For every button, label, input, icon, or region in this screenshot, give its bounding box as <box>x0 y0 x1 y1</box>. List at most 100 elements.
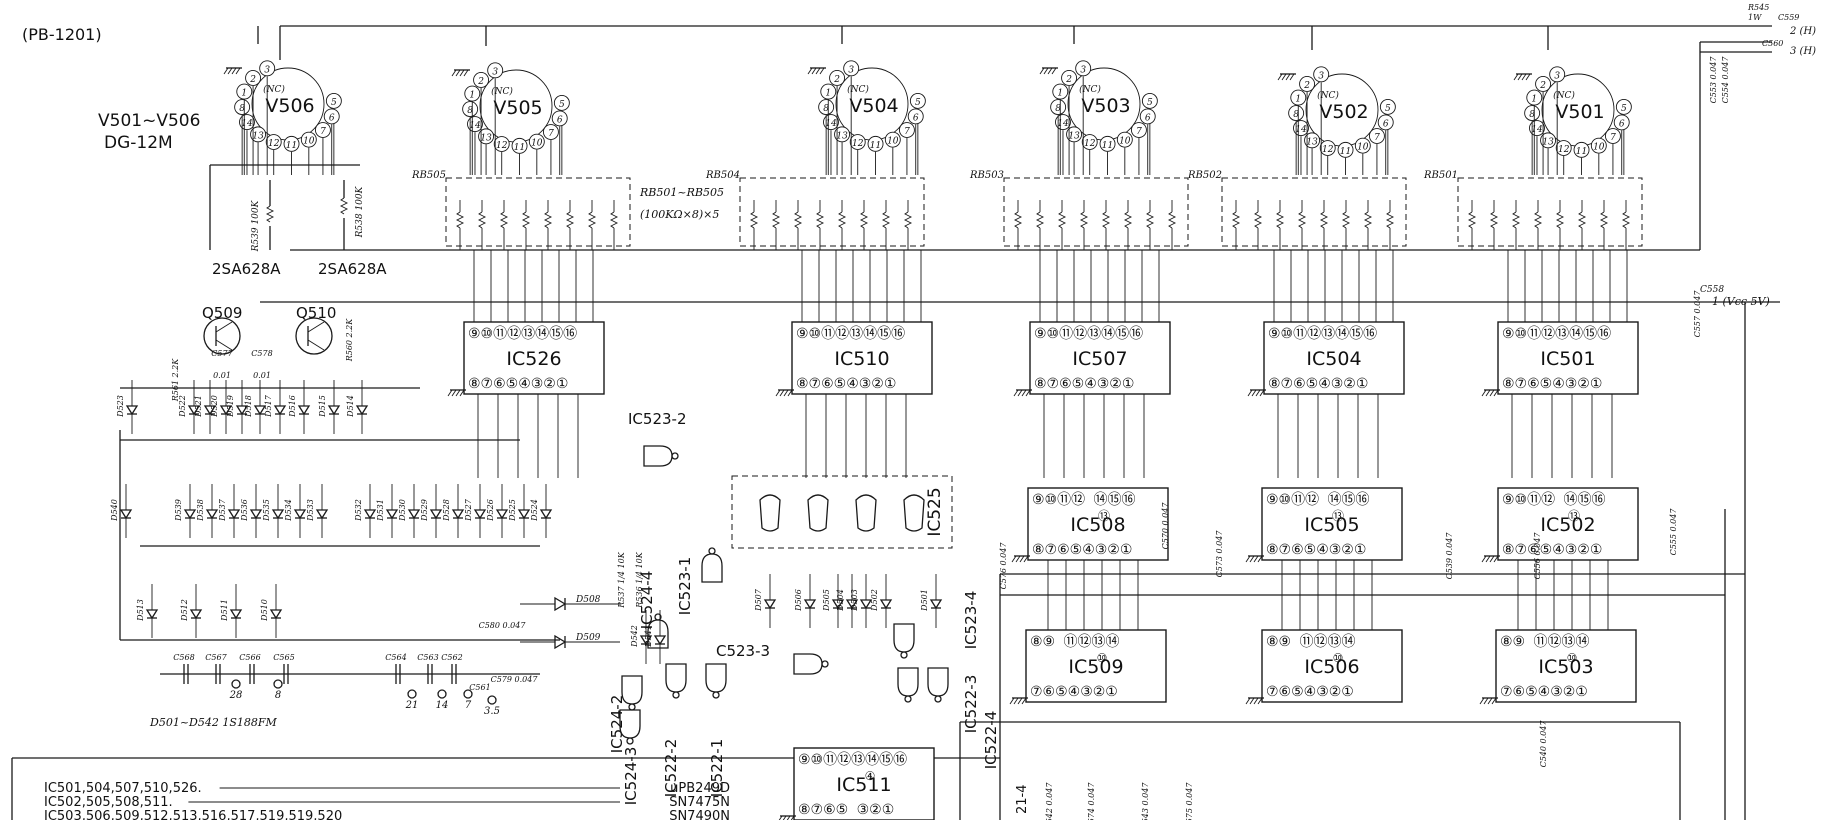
tube-pin: 11 <box>870 141 881 151</box>
diode-d512: D512 <box>180 584 203 638</box>
gate-ic522-4 <box>927 667 949 703</box>
ic523-2-label: IC523-2 <box>628 410 686 428</box>
diode-d513: D513 <box>136 584 159 638</box>
ic525-label: IC525 <box>925 487 945 536</box>
diode-label: D501 <box>920 589 929 612</box>
tube-pin: 6 <box>1383 119 1389 129</box>
ic-mid-pin: ⑬ <box>1098 509 1110 523</box>
gate-ic524-3 <box>619 709 641 745</box>
diode-d522: D522 <box>178 380 201 434</box>
gate-ic524-2-label: IC524-2 <box>608 695 626 753</box>
diode-d525: D525 <box>508 484 531 538</box>
ic-top-pins: ⑨⑩⑪⑫ ⑭⑮⑯ <box>1032 492 1136 508</box>
tube-pin: 7 <box>1374 133 1380 143</box>
diode-d504: D504 <box>836 574 859 628</box>
tube-pin: 5 <box>1147 98 1153 108</box>
diode-d533: D533 <box>306 484 329 538</box>
r539-label: R539 100K <box>251 199 261 252</box>
ic-bottom-pins: ⑧⑦⑥⑤④③②① <box>1032 542 1132 558</box>
cap-c566: C566 <box>239 653 261 684</box>
tube-nc-label: (NC) <box>1317 90 1339 101</box>
diode-d520: D520 <box>210 380 233 434</box>
tube-pin: 7 <box>904 127 910 137</box>
ic-mid-pin: ⑩ <box>1333 651 1344 665</box>
diode-label: D519 <box>226 395 235 418</box>
resistor-bank-label: RB504 <box>705 170 740 181</box>
gate-symbol <box>807 494 829 532</box>
tube-pin: 3 <box>848 65 854 75</box>
legend-parts-1: IC502,505,508,511. <box>44 795 173 810</box>
page-label: (PB-1201) <box>22 25 102 44</box>
tube-pin: 6 <box>913 113 919 123</box>
cap-side-0: C553 0.047 <box>1709 56 1718 104</box>
diode-label: D510 <box>260 599 269 622</box>
tube-pin: 12 <box>852 139 864 149</box>
cap-label: C564 <box>385 653 406 662</box>
diode-label: D528 <box>442 499 451 522</box>
cap-c568: C568 <box>173 653 195 684</box>
diode-label: D527 <box>464 498 473 522</box>
gate-ic523-4-label: IC523-4 <box>962 591 980 649</box>
diode-d539: D539 <box>174 484 197 538</box>
diode-d506: D506 <box>794 574 817 628</box>
tube-label: V502 <box>1319 101 1368 123</box>
ic-label: IC503 <box>1538 656 1593 678</box>
ic-bottom-pins: ⑦⑥⑤④③②① <box>1030 684 1118 700</box>
diode-d530: D530 <box>398 484 421 538</box>
diode-d502: D502 <box>870 574 893 628</box>
diode-d515: D515 <box>318 380 341 434</box>
gate-ic522-3-label: IC522-3 <box>962 675 980 733</box>
gate-ic522-3 <box>897 667 919 703</box>
cap-c564: C564 <box>385 653 407 684</box>
tube-pin: 2 <box>249 75 256 85</box>
diode-label: D540 <box>110 499 119 522</box>
tube-pin: 5 <box>1621 104 1627 114</box>
ic-top-pins: ⑨⑩⑪⑫⑬⑭⑮⑯ <box>468 326 577 342</box>
tube-nc-label: (NC) <box>1553 90 1575 101</box>
tube-pin: 7 <box>1610 133 1616 143</box>
cap-side-7: C576 0.047 <box>999 542 1008 590</box>
ic-bottom-pins: ⑦⑥⑤④③②① <box>1500 684 1588 700</box>
diode-d510: D510 <box>260 584 283 638</box>
ic-mid-pin: ⑬ <box>1332 509 1344 523</box>
tube-pin: 5 <box>915 98 921 108</box>
power-rails <box>11 25 1780 820</box>
diode-d519: D519 <box>226 380 249 434</box>
diode-label: D516 <box>288 395 297 418</box>
cap-side-10: C542 0.047 <box>1045 782 1054 820</box>
resistor-bank-label: RB502 <box>1187 170 1222 181</box>
diode-d503: D503 <box>850 574 873 628</box>
tube-pin: 12 <box>1558 145 1570 155</box>
tube-pin: 10 <box>303 137 315 147</box>
diode-label: D537 <box>218 498 227 522</box>
diode-label: D532 <box>354 499 363 522</box>
diode-d511: D511 <box>220 584 243 638</box>
tube-pin: 11 <box>1576 147 1587 157</box>
tube-pin: 14 <box>1057 119 1069 129</box>
legend-layer: IC501,504,507,510,526.uPB249DIC502,505,5… <box>44 781 730 820</box>
terminal-label: 3.5 <box>484 706 500 717</box>
tube-pin: 2 <box>1303 81 1310 91</box>
cap-side-13: C575 0.047 <box>1185 782 1194 820</box>
tube-pin: 13 <box>1306 137 1318 147</box>
tube-pin: 10 <box>1593 143 1605 153</box>
tube-pin: 7 <box>320 127 326 137</box>
cap-c577-value: 0.01 <box>213 371 231 380</box>
tube-pin: 1 <box>1057 89 1063 99</box>
diode-label: D506 <box>794 589 803 612</box>
ics-layer: IC526⑨⑩⑪⑫⑬⑭⑮⑯⑧⑦⑥⑤④③②①IC510⑨⑩⑪⑫⑬⑭⑮⑯⑧⑦⑥⑤④③… <box>447 321 1639 820</box>
gate-ic524-4 <box>647 613 669 649</box>
tube-pin: 11 <box>286 141 297 151</box>
diode-d505: D505 <box>822 574 845 628</box>
tube-label: V505 <box>493 97 542 119</box>
diode-d536: D536 <box>240 484 263 538</box>
c560-label: C560 <box>1762 39 1783 48</box>
cap-c578: C578 <box>251 349 272 358</box>
tube-pin: 6 <box>557 115 563 125</box>
gate-ic524-3-label: IC524-3 <box>622 747 640 805</box>
